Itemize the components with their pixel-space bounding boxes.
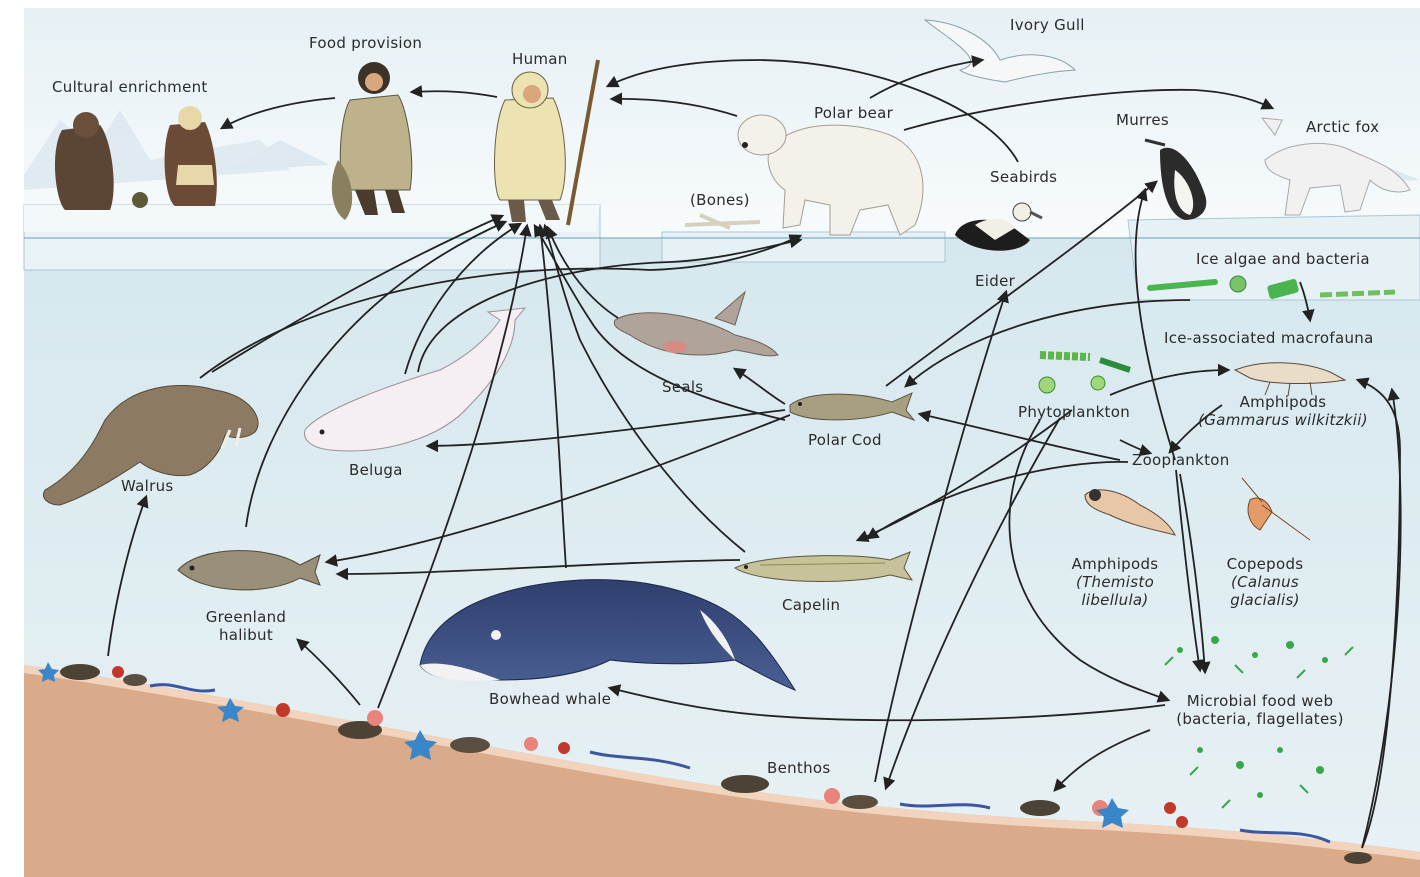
label-polar-bear: Polar bear — [814, 104, 893, 122]
label-bowhead-whale: Bowhead whale — [489, 690, 611, 708]
label-seals: Seals — [662, 378, 703, 396]
label-seabirds: Seabirds — [990, 168, 1057, 186]
microbial-line1: Microbial food web — [1150, 692, 1370, 710]
copepods-species-line1: (Calanus — [1210, 573, 1320, 591]
label-walrus: Walrus — [121, 477, 174, 495]
label-benthos: Benthos — [767, 759, 831, 777]
label-greenland-halibut: Greenland halibut — [196, 608, 296, 644]
copepods-name: Copepods — [1210, 555, 1320, 573]
label-polar-cod: Polar Cod — [808, 431, 882, 449]
label-ice-macrofauna: Ice-associated macrofauna — [1164, 329, 1374, 347]
label-microbial-food-web: Microbial food web (bacteria, flagellate… — [1150, 692, 1370, 728]
label-ice-algae: Ice algae and bacteria — [1196, 250, 1370, 268]
label-amphipods-ice: Amphipods (Gammarus wilkitzkii) — [1178, 393, 1388, 429]
label-arctic-fox: Arctic fox — [1306, 118, 1379, 136]
label-murres: Murres — [1116, 111, 1169, 129]
label-amphipods-themisto: Amphipods (Themisto libellula) — [1055, 555, 1175, 609]
label-food-provision: Food provision — [309, 34, 422, 52]
label-human: Human — [512, 50, 568, 68]
copepods-species-line2: glacialis) — [1210, 591, 1320, 609]
label-bones: (Bones) — [690, 191, 750, 209]
amphipods-ice-species: (Gammarus wilkitzkii) — [1178, 411, 1388, 429]
themisto-species-line1: (Themisto — [1055, 573, 1175, 591]
label-copepods: Copepods (Calanus glacialis) — [1210, 555, 1320, 609]
themisto-species-line2: libellula) — [1055, 591, 1175, 609]
label-zooplankton: Zooplankton — [1132, 451, 1230, 469]
halibut-line1: Greenland — [196, 608, 296, 626]
label-beluga: Beluga — [349, 461, 403, 479]
label-eider: Eider — [975, 272, 1015, 290]
halibut-line2: halibut — [196, 626, 296, 644]
amphipods-ice-name: Amphipods — [1178, 393, 1388, 411]
label-phytoplankton: Phytoplankton — [1018, 403, 1130, 421]
label-ivory-gull: Ivory Gull — [1010, 16, 1085, 34]
label-capelin: Capelin — [782, 596, 840, 614]
microbial-line2: (bacteria, flagellates) — [1150, 710, 1370, 728]
label-cultural-enrichment: Cultural enrichment — [52, 78, 208, 96]
amphipods-themisto-name: Amphipods — [1055, 555, 1175, 573]
